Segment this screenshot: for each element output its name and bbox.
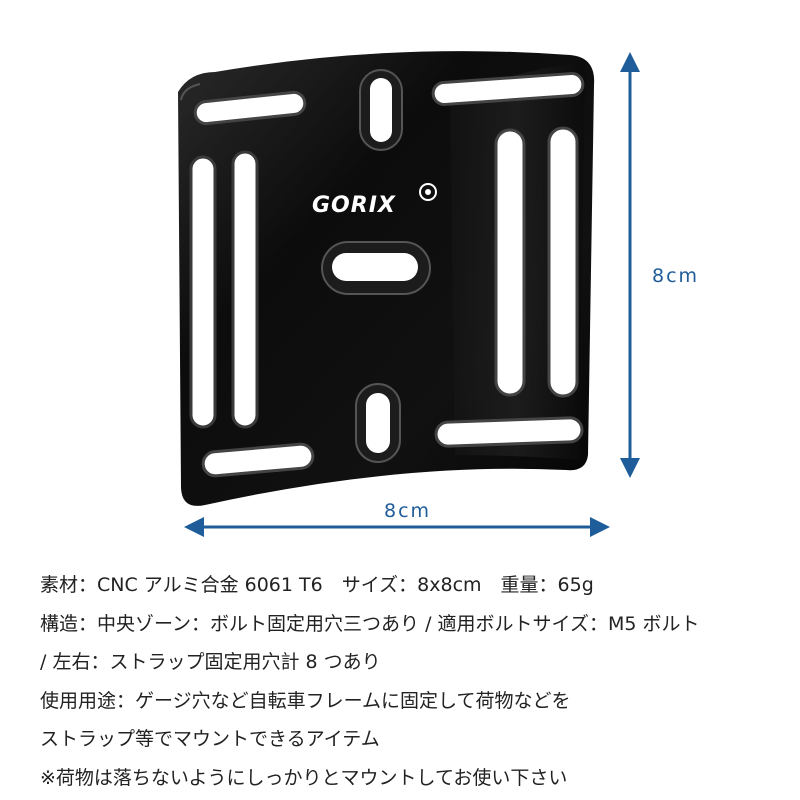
slot-top-left (193, 90, 307, 126)
spec-line-usage-cont: ストラップ等でマウントできるアイテム (40, 728, 380, 750)
slot-left-outer (189, 155, 217, 429)
slot-left-inner (231, 150, 259, 429)
spec-line-side-holes: / 左右：ストラップ固定用穴計 8 つあり (40, 651, 381, 673)
brand-logo: GORIX (312, 193, 396, 218)
height-dimension-label: 8cm (652, 265, 700, 287)
height-dimension-arrow (620, 52, 640, 478)
slot-right-outer (547, 126, 579, 398)
slot-bottom-left (201, 442, 315, 478)
spec-line-structure: 構造：中央ゾーン：ボルト固定用穴三つあり / 適用ボルトサイズ：M5 ボルト (40, 612, 700, 635)
mounting-plate: GORIX (178, 51, 595, 506)
brand-logo-mark (419, 183, 437, 201)
slot-bottom-right (434, 416, 584, 448)
width-dimension-arrow (184, 517, 610, 537)
spec-line-material: 素材：CNC アルミ合金 6061 T6 サイズ：8x8cm 重量：65g (40, 574, 594, 596)
specification-text: 素材：CNC アルミ合金 6061 T6 サイズ：8x8cm 重量：65g 構造… (40, 566, 790, 797)
product-image: GORIX (178, 51, 640, 537)
slot-top-right (431, 72, 585, 106)
width-dimension-label: 8cm (384, 500, 432, 522)
slot-right-inner (494, 128, 526, 397)
spec-line-usage: 使用用途：ゲージ穴など自転車フレームに固定して荷物などを (40, 689, 571, 712)
spec-line-note: ※荷物は落ちないようにしっかりとマウントしてお使い下さい (40, 766, 568, 789)
